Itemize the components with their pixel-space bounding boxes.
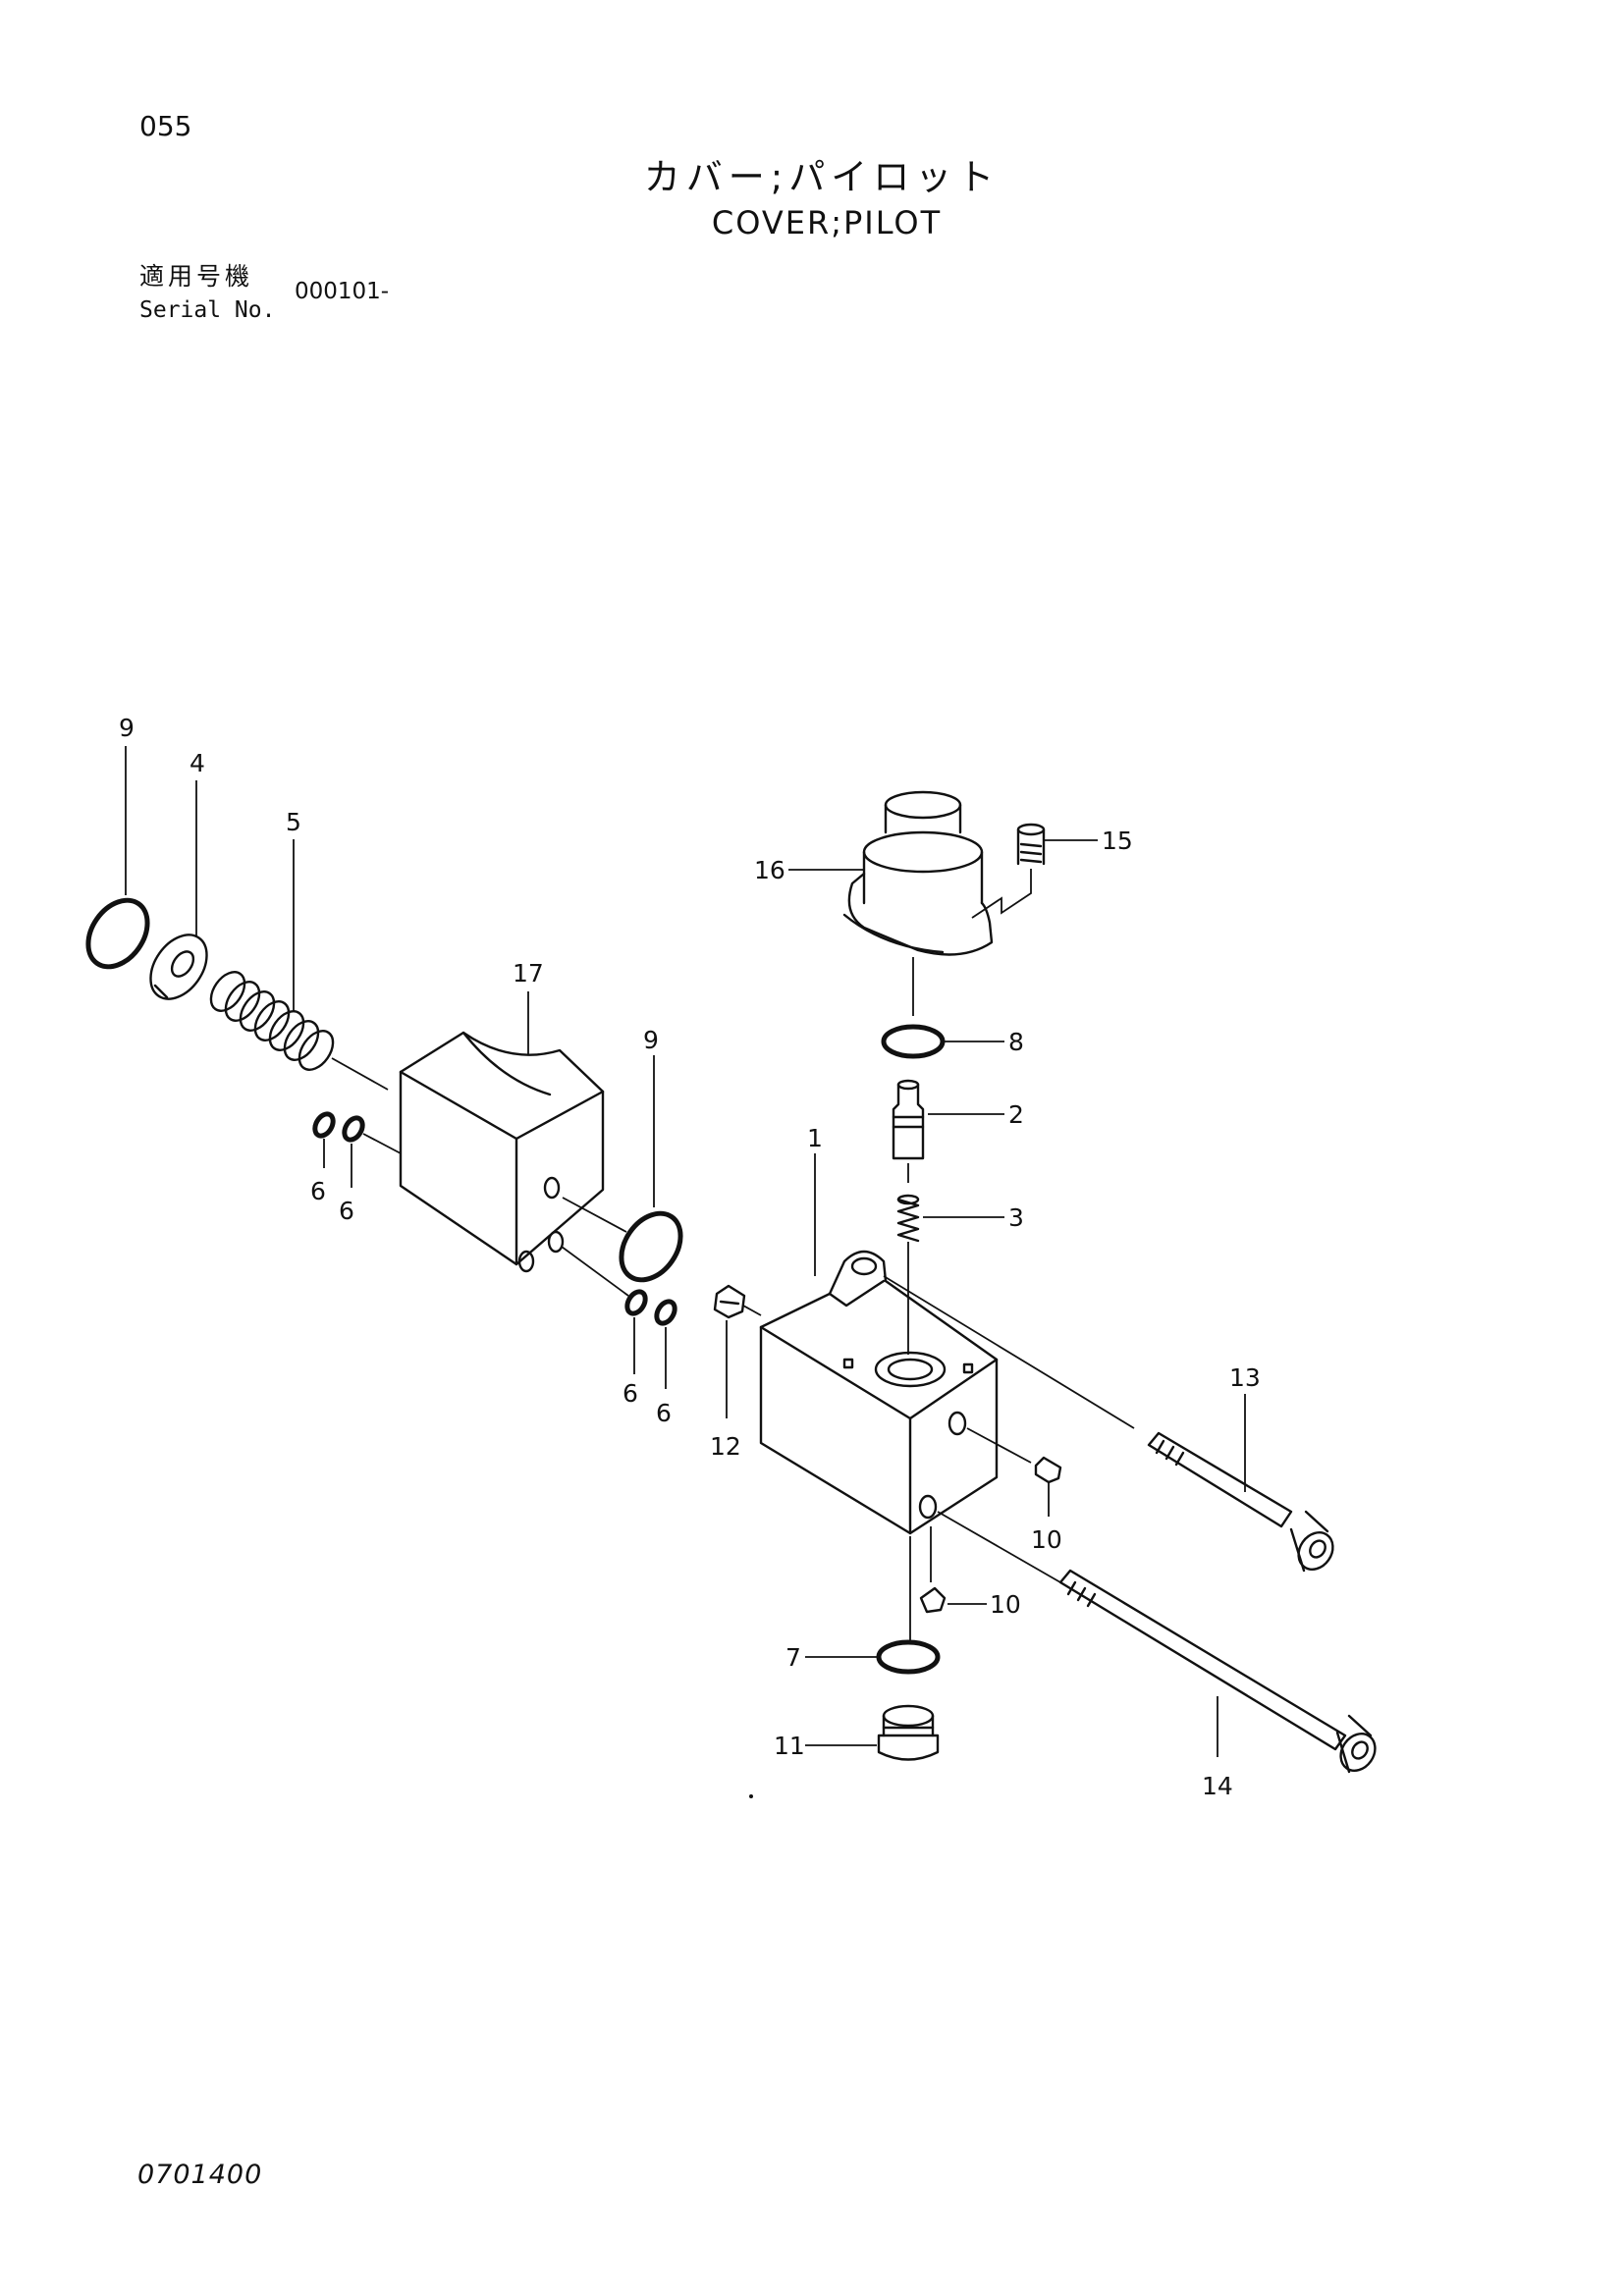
valve-body-1: 1 (759, 1124, 999, 1535)
callout-7: 7 (785, 1643, 801, 1672)
o-ring-9-right: 9 (562, 1026, 683, 1283)
document-code: 0701400 (137, 2160, 263, 2190)
callout-2: 2 (1008, 1100, 1024, 1129)
callout-6-c: 6 (623, 1379, 638, 1408)
serial-label-japanese: 適用号機 (139, 262, 254, 291)
callout-12: 12 (710, 1432, 741, 1461)
screw-15: 15 (971, 823, 1133, 919)
o-rings-6-left: 6 6 (310, 1111, 402, 1225)
bolt-13: 13 (883, 1275, 1334, 1573)
cover-block-17: 17 (399, 959, 605, 1273)
speck-mark (749, 1794, 753, 1798)
washer-4: 4 (149, 749, 208, 1000)
callout-9-right: 9 (643, 1026, 659, 1054)
title-english: COVER;PILOT (711, 204, 943, 241)
callout-11: 11 (774, 1732, 805, 1760)
callout-10-b: 10 (990, 1590, 1021, 1619)
callout-13: 13 (1229, 1363, 1261, 1392)
spring-3: 3 (896, 1194, 1024, 1243)
serial-number-range: 000101- (295, 279, 390, 304)
bolt-14: 14 (937, 1511, 1377, 1800)
callout-3: 3 (1008, 1203, 1024, 1232)
spring-5: 5 (209, 808, 389, 1091)
callout-6-d: 6 (656, 1399, 672, 1427)
poppet-2: 2 (892, 1079, 1024, 1183)
o-ring-9-left: 9 (85, 714, 150, 970)
callout-6-a: 6 (310, 1177, 326, 1205)
serial-label-english: Serial No. (139, 297, 276, 323)
page-number: 055 (139, 110, 192, 142)
callout-4: 4 (189, 749, 205, 777)
o-ring-7: 7 (785, 1536, 941, 1675)
plug-12: 12 (710, 1284, 762, 1461)
o-rings-6-right: 6 6 (561, 1246, 677, 1427)
plug-11: 11 (774, 1704, 940, 1761)
callout-14: 14 (1202, 1772, 1233, 1800)
callout-16: 16 (754, 856, 785, 884)
callout-17: 17 (513, 959, 544, 988)
callout-6-b: 6 (339, 1197, 354, 1225)
pilot-cover-16: 16 (754, 790, 994, 1016)
callout-9-left: 9 (119, 714, 135, 742)
screw-10-right: 10 (966, 1427, 1062, 1554)
callout-5: 5 (286, 808, 301, 836)
o-ring-8: 8 (881, 1024, 1024, 1059)
callout-15: 15 (1102, 827, 1133, 855)
callout-10-a: 10 (1031, 1525, 1062, 1554)
callout-8: 8 (1008, 1028, 1024, 1056)
callout-1: 1 (807, 1124, 823, 1152)
title-japanese: カバー;パイロット (643, 156, 1001, 198)
screw-10-bottom: 10 (919, 1526, 1021, 1619)
